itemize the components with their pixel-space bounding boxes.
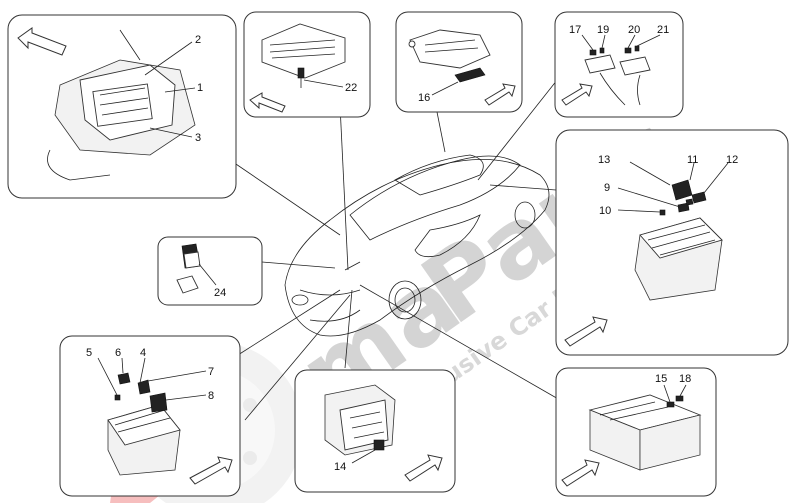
hollow-arrow-icon	[17, 27, 67, 56]
callout-1: 1	[197, 82, 203, 94]
callout-15: 15	[655, 373, 667, 385]
hollow-arrow-icon	[484, 83, 516, 106]
callout-2: 2	[195, 34, 201, 46]
panel-body-computer: 2 1 3	[7, 14, 237, 199]
callout-4: 4	[140, 347, 146, 359]
leader-lines	[229, 69, 566, 421]
hollow-arrow-icon	[189, 456, 233, 485]
hollow-arrow-icon	[564, 316, 608, 347]
hollow-arrow-icon	[249, 92, 286, 113]
callout-10: 10	[599, 205, 611, 217]
callout-8: 8	[208, 390, 214, 402]
hollow-arrow-icon	[561, 459, 600, 487]
callout-13: 13	[598, 154, 610, 166]
callout-22: 22	[345, 82, 357, 94]
callout-12: 12	[726, 154, 738, 166]
callout-11: 11	[687, 154, 698, 166]
callout-24: 24	[214, 287, 226, 299]
panel-relay-16: 16	[395, 11, 523, 113]
callout-6: 6	[115, 347, 121, 359]
panel-connector-22: 22	[243, 11, 371, 118]
car-outline-icon	[284, 154, 550, 337]
panel-battery-15-18: 15 18	[555, 367, 717, 497]
callout-20: 20	[628, 24, 640, 36]
callout-21: 21	[657, 24, 669, 36]
hollow-arrow-icon	[404, 454, 443, 482]
panel-fusebox-9-13: 13 11 12 9 10	[555, 129, 789, 356]
panel-switch-24: 24	[157, 236, 263, 306]
callout-7: 7	[208, 366, 214, 378]
panel-fuseholder-14: 14	[294, 369, 456, 493]
callout-17: 17	[569, 24, 581, 36]
callout-18: 18	[679, 373, 691, 385]
callout-16: 16	[418, 92, 430, 104]
callout-3: 3	[195, 132, 201, 144]
callout-14: 14	[334, 461, 346, 473]
panel-fusebox-4-8: 5 6 4 7 8	[59, 335, 241, 497]
panel-fuses-17-21: 17 19 20 21	[554, 11, 684, 118]
callout-5: 5	[86, 347, 92, 359]
hollow-arrow-icon	[561, 83, 593, 106]
callout-19: 19	[597, 24, 609, 36]
callout-9: 9	[604, 182, 610, 194]
